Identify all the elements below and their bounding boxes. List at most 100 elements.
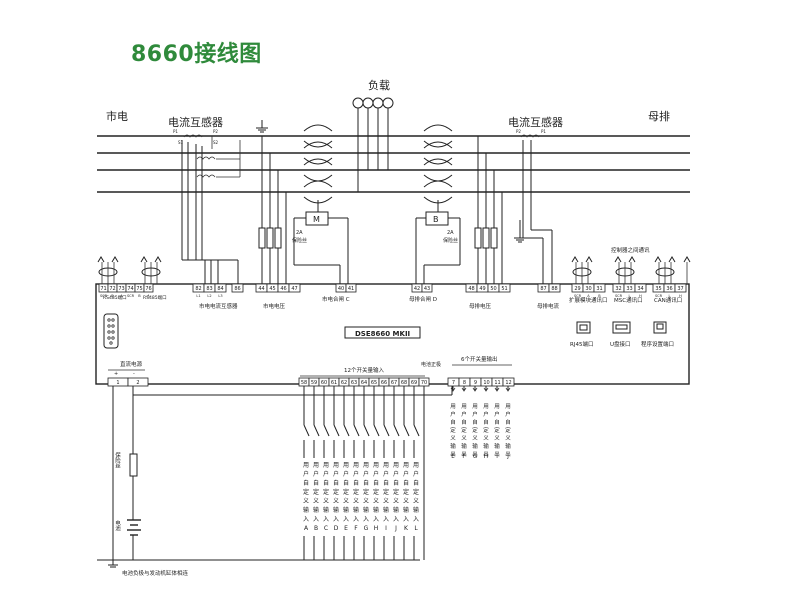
input-label-char: 入 (303, 516, 309, 523)
comm-terminal-sub: B (138, 294, 141, 298)
svg-text:S2: S2 (213, 140, 219, 145)
output-label-char: 用 (450, 403, 456, 410)
exp-terminal-number: 29 (574, 286, 580, 292)
rs485-b-label: RS485端口 (143, 294, 167, 301)
output-label-char: 出 (450, 450, 456, 458)
output-label-char: 用 (505, 403, 511, 410)
output-terminal-number: 7 (452, 380, 455, 386)
svg-text:P1: P1 (173, 129, 178, 134)
input-terminal-number: 70 (421, 380, 427, 386)
bus-voltage-label: 母排电压 (469, 302, 492, 310)
input-switch (313, 424, 320, 437)
ct-terminal-number: 83 (206, 286, 212, 292)
output-terminal-number: 9 (474, 380, 477, 386)
input-label-char: 户 (403, 470, 409, 478)
input-label-char: 自 (413, 479, 419, 487)
fuse-left-b: 保险丝 (292, 237, 307, 244)
bus-close-label: 母排合闸 D (409, 295, 437, 303)
mains-v-terminal-number: 47 (291, 286, 297, 292)
input-terminal-number: 65 (371, 380, 377, 386)
contact-arc (423, 158, 453, 166)
input-switch (353, 424, 360, 437)
dc-terminal-number: 2 (136, 380, 139, 386)
mains-breaker-label: M (313, 215, 320, 224)
output-letter: G (473, 454, 477, 460)
output-label-char: 出 (472, 450, 478, 458)
fuse-left-a: 2A (296, 230, 303, 236)
input-label-char: 用 (353, 462, 359, 469)
input-terminal-number: 59 (311, 380, 317, 386)
bus-v-terminal-number: 48 (468, 286, 474, 292)
fuse-dc-label: 保险丝 (114, 451, 121, 469)
output-label-char: 输 (505, 442, 511, 450)
input-label-char: 输 (343, 506, 349, 514)
mains-close-label: 市电合闸 C (322, 295, 350, 303)
ct-terminal-number: 84 (217, 286, 223, 292)
bus-sense-terminal-number: 88 (551, 286, 557, 292)
ct-terminal-sub: L2 (207, 294, 211, 298)
mains-label: 市电 (106, 109, 128, 123)
output-terminal-number: 11 (494, 380, 500, 386)
mains-v-terminal (288, 283, 301, 293)
comm-terminal-number: 71 (100, 286, 106, 292)
input-label-char: 义 (383, 498, 389, 505)
input-letter: E (344, 525, 348, 532)
ct-common-terminal-number: 86 (234, 286, 240, 292)
comm-terminal-sub: SCR (127, 294, 135, 298)
load-terminal (382, 97, 394, 109)
input-label-char: 用 (373, 462, 379, 469)
comm-terminal-number: 75 (136, 286, 142, 292)
comm-arrow (140, 256, 148, 263)
comm-arrow (585, 256, 593, 263)
footer-note: 电池负极与发动机缸体相连 (122, 569, 189, 577)
input-label-char: 输 (363, 506, 369, 514)
msc-terminal-number: 33 (626, 286, 632, 292)
can-terminal (674, 283, 687, 293)
output-label-char: 出 (505, 450, 511, 458)
input-label-char: 入 (323, 516, 329, 523)
input-label-char: 户 (373, 470, 379, 478)
output-label-char: 户 (494, 410, 500, 418)
load-symbol (352, 97, 394, 192)
input-label-char: 户 (303, 470, 309, 478)
fuse-right-a: 2A (447, 230, 454, 236)
input-label-char: 入 (413, 516, 419, 523)
output-arrow (461, 387, 467, 392)
exp-terminal-number: 31 (596, 286, 602, 292)
fuse (482, 227, 490, 249)
fuse-right-b: 保险丝 (443, 237, 458, 244)
dc-minus-label: - (133, 371, 135, 377)
input-label-char: 用 (403, 462, 409, 469)
output-label-char: 用 (472, 403, 478, 410)
output-label-char: 输 (450, 442, 456, 450)
output-letter: E (451, 454, 455, 460)
comm-arrow (654, 256, 662, 263)
svg-text:P1: P1 (541, 129, 546, 134)
comm-terminal-sub: A (120, 294, 123, 298)
output-label-char: 自 (472, 418, 478, 426)
close-d-terminal-number: 42 (414, 286, 420, 292)
input-label-char: 入 (373, 516, 379, 523)
mains-v-terminal-number: 44 (258, 286, 264, 292)
output-label-char: 义 (461, 435, 467, 442)
bus-v-terminal-number: 51 (501, 286, 507, 292)
fuse (274, 227, 282, 249)
input-label-char: 用 (383, 462, 389, 469)
input-label-char: 入 (363, 516, 369, 523)
contact-arc (423, 157, 453, 165)
dc-terminal (127, 377, 149, 387)
input-label-char: 用 (323, 462, 329, 469)
comm-terminal-number: 73 (118, 286, 124, 292)
input-label-char: 输 (313, 506, 319, 514)
multiset-comm-label: 控制器之间通讯 (611, 246, 650, 254)
rs485-a-label: RS485端口 (103, 294, 127, 301)
exp-terminal (593, 283, 606, 293)
contact-arc (423, 180, 453, 188)
input-label-char: 用 (413, 462, 419, 469)
model-label: DSE8660 MKII (355, 330, 410, 338)
ct-left: P1 P2 S1 S2 (173, 129, 219, 178)
battery-label: 电池 (114, 519, 121, 532)
output-label-char: 自 (494, 418, 500, 426)
input-switch (303, 424, 310, 437)
